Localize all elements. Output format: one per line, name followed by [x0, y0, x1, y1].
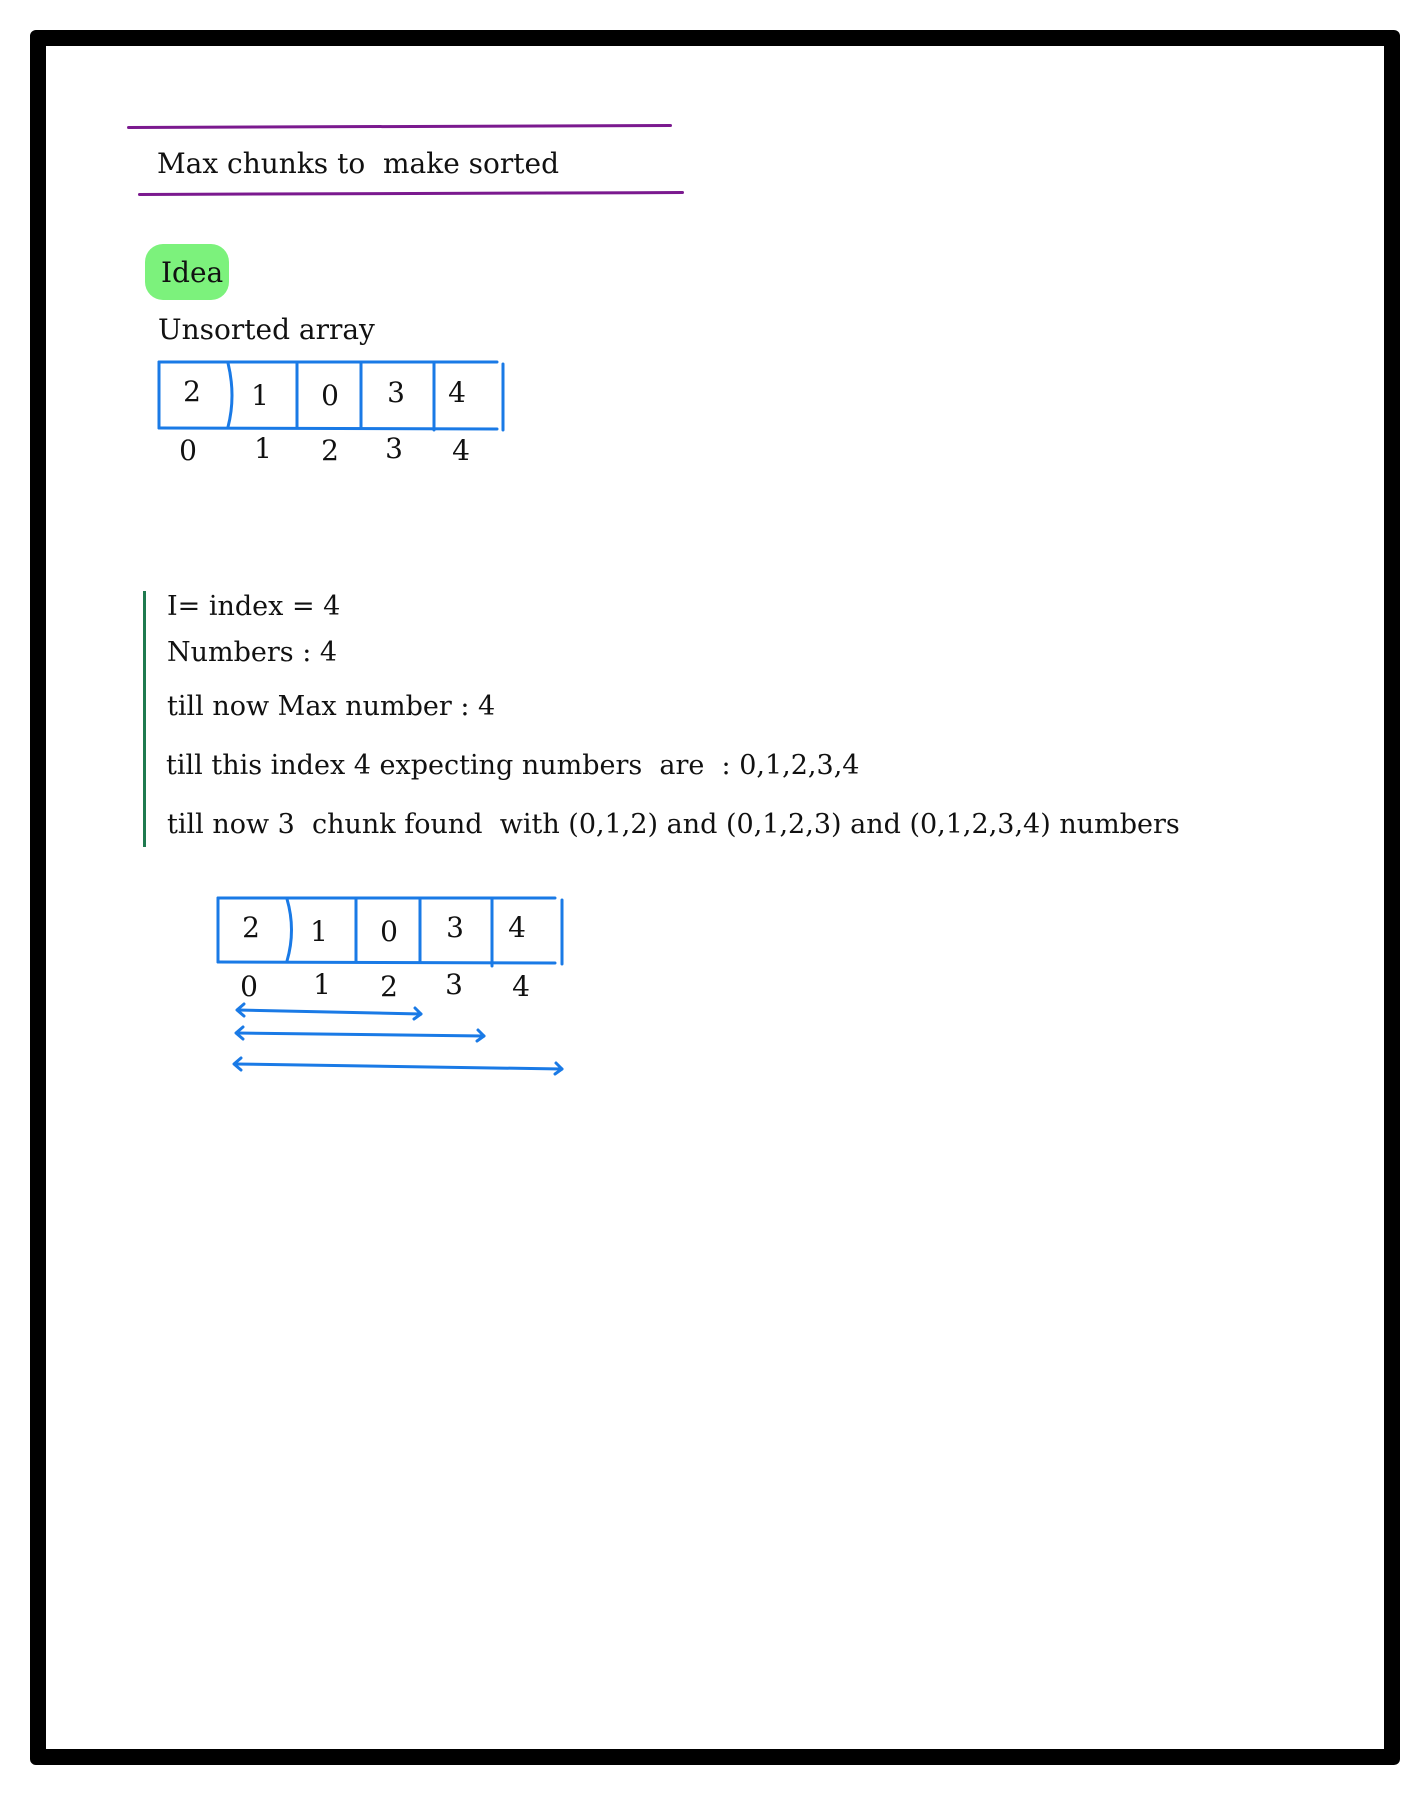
array-1-bottom-edge [157, 426, 499, 431]
array-2-index: 3 [445, 968, 463, 1001]
chunk-arrow-3-left-head [232, 1056, 243, 1072]
array-2-index: 1 [313, 968, 331, 1001]
idea-label: Idea [161, 256, 224, 289]
array-1-cell: 2 [183, 375, 201, 408]
array-1-index: 2 [321, 434, 339, 467]
array-2-cell: 0 [380, 915, 398, 948]
chunk-arrow-2 [235, 1031, 486, 1038]
chunk-arrow-1 [236, 1008, 423, 1016]
chunk-arrow-2-left-head [234, 1025, 245, 1041]
array-2-cell: 4 [508, 911, 526, 944]
array-2-cell: 2 [242, 911, 260, 944]
note-line: till this index 4 expecting numbers are … [166, 750, 860, 781]
note-line: I= index = 4 [167, 591, 341, 622]
notes-margin-bar [143, 591, 146, 847]
chunk-arrow-2-right-head [475, 1028, 486, 1043]
array-2-index: 0 [240, 970, 258, 1003]
chunk-arrow-1-right-head [412, 1006, 423, 1021]
chunk-arrow-3 [233, 1062, 564, 1071]
array-1-index: 3 [385, 432, 403, 465]
array-1-cell: 0 [321, 379, 339, 412]
page-title: Max chunks to make sorted [157, 147, 560, 180]
array-caption: Unsorted array [158, 313, 375, 346]
array-1-index: 0 [179, 434, 197, 467]
chunk-arrow-3-right-head [553, 1061, 564, 1076]
array-1-index: 4 [452, 434, 470, 467]
note-line: till now Max number : 4 [167, 691, 496, 722]
array-2-cell: 3 [446, 911, 464, 944]
array-1-cell: 1 [251, 379, 269, 412]
note-line: till now 3 chunk found with (0,1,2) and … [167, 809, 1180, 840]
array-2-divider [285, 897, 293, 963]
idea-highlight: Idea [145, 244, 229, 300]
array-1-divider [226, 361, 234, 429]
array-1-index: 1 [254, 432, 272, 465]
array-2-bottom-edge [216, 960, 557, 965]
array-2-index: 2 [380, 970, 398, 1003]
array-2-index: 4 [512, 970, 530, 1003]
array-1-cell: 3 [387, 376, 405, 409]
array-1-cell: 4 [448, 376, 466, 409]
array-2-cell: 1 [310, 915, 328, 948]
chunk-arrow-1-left-head [235, 1002, 246, 1018]
note-line: Numbers : 4 [167, 637, 338, 668]
